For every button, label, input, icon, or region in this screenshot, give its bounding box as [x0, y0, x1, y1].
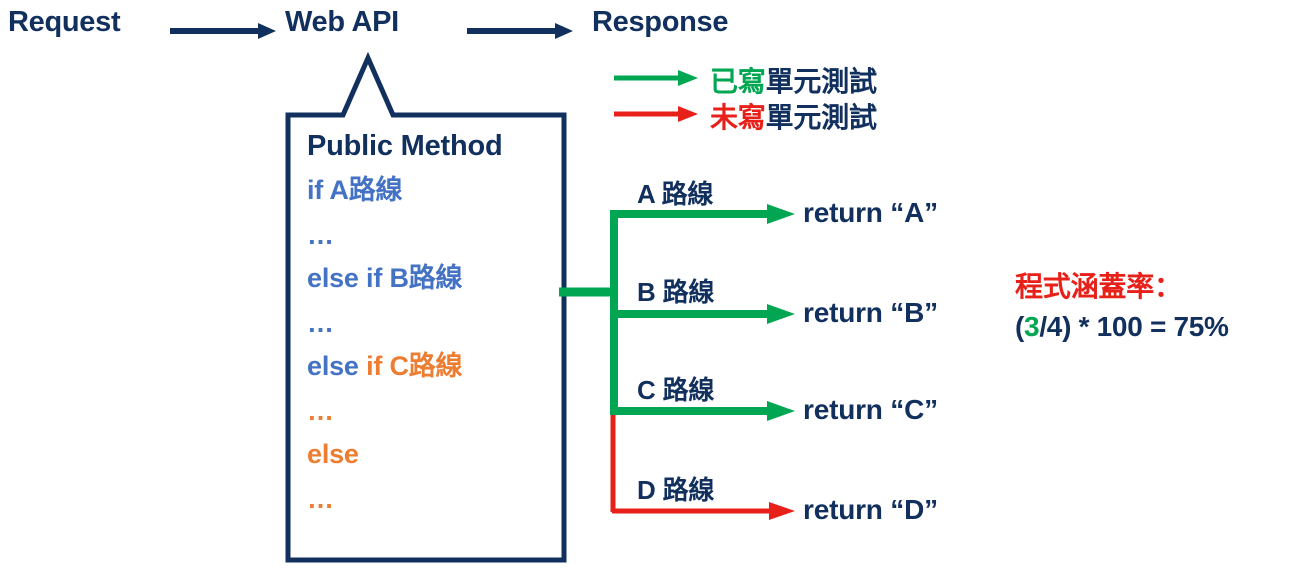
- branch-label-d: D 路線: [637, 475, 715, 505]
- branch-label-b: B 路線: [637, 277, 715, 307]
- branch-arrowhead-c: [767, 401, 795, 421]
- branch-label-a: A 路線: [637, 179, 714, 209]
- code-token: else: [307, 439, 359, 469]
- code-line: else if C路線: [307, 353, 559, 380]
- red-right-arrow-icon: [612, 104, 700, 129]
- code-token: else: [307, 351, 367, 381]
- legend-covered-rest: 單元測試: [765, 66, 877, 97]
- return-label-d: return “D”: [803, 494, 938, 525]
- legend-uncovered-highlight: 未寫: [710, 102, 766, 133]
- coverage-title: 程式涵蓋率：: [1015, 271, 1182, 302]
- flow-label-response: Response: [592, 6, 729, 38]
- code-line: else: [307, 441, 559, 468]
- green-right-arrow-icon: [612, 68, 700, 93]
- return-label-a: return “A”: [803, 197, 938, 228]
- code-block: Public Method if A路線 … else if B路線 … else if…: [307, 130, 559, 529]
- coverage-percent: 75%: [1173, 311, 1229, 342]
- code-lines: if A路線 … else if B路線 … else if C路線 … else …: [307, 177, 559, 513]
- code-token: …: [307, 220, 336, 250]
- legend-covered-highlight: 已寫: [710, 66, 766, 97]
- branch-tree: A 路線 B 路線 C 路線 D 路線 return “A” return “B…: [555, 150, 1035, 550]
- legend-row-uncovered: 未寫單元測試: [612, 98, 952, 134]
- branch-tree-lines: [559, 204, 795, 520]
- code-line: else if B路線: [307, 265, 559, 292]
- right-arrow-icon: [168, 21, 278, 46]
- flow-label-web-api: Web API: [285, 6, 399, 38]
- code-line: …: [307, 486, 559, 513]
- coverage-formula-mid: /4) * 100 =: [1039, 311, 1174, 342]
- coverage-note: 程式涵蓋率： (3/4) * 100 = 75%: [1015, 265, 1309, 343]
- code-token: …: [307, 396, 336, 426]
- right-arrow-icon: [465, 21, 575, 46]
- code-token: if C路線: [366, 351, 463, 381]
- coverage-formula-prefix: (: [1015, 311, 1025, 342]
- return-label-b: return “B”: [803, 297, 938, 328]
- code-token: if A路線: [307, 175, 403, 205]
- callout-shape: [285, 52, 567, 563]
- code-line: …: [307, 398, 559, 425]
- coverage-covered-count: 3: [1024, 311, 1040, 342]
- branch-arrowhead-b: [767, 304, 795, 324]
- branch-arrowhead-a: [767, 204, 795, 224]
- coverage-formula: (3/4) * 100 = 75%: [1015, 311, 1309, 343]
- flow-label-request: Request: [8, 6, 121, 38]
- legend-uncovered-rest: 單元測試: [765, 102, 877, 133]
- legend-row-covered: 已寫單元測試: [612, 62, 952, 98]
- api-flow-row: Request Web API Response: [0, 2, 800, 46]
- return-label-c: return “C”: [803, 394, 938, 425]
- code-line: if A路線: [307, 177, 559, 204]
- public-method-callout: Public Method if A路線 … else if B路線 … else if…: [285, 52, 567, 563]
- code-title: Public Method: [307, 130, 503, 162]
- code-token: …: [307, 308, 336, 338]
- code-token: else if B路線: [307, 263, 463, 293]
- code-line: …: [307, 222, 559, 249]
- code-line: …: [307, 310, 559, 337]
- legend: 已寫單元測試 未寫單元測試: [612, 62, 952, 134]
- branch-arrowhead-d: [769, 502, 795, 520]
- branch-label-c: C 路線: [637, 375, 715, 405]
- code-token: …: [307, 484, 336, 514]
- legend-label-covered: 已寫單元測試: [710, 60, 877, 100]
- legend-label-uncovered: 未寫單元測試: [710, 96, 877, 136]
